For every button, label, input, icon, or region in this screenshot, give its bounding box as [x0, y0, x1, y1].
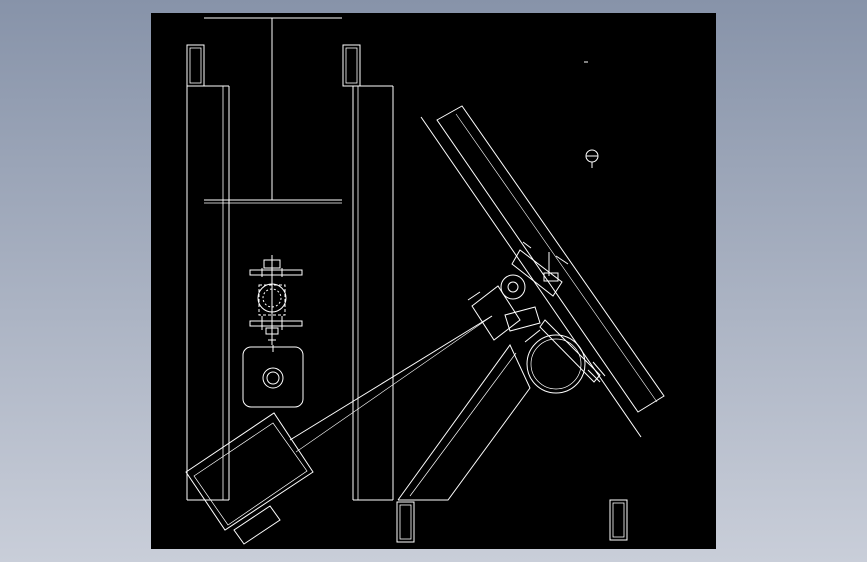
reference-marks: [584, 61, 599, 168]
valve-assembly: [249, 255, 303, 345]
cad-drawing-canvas[interactable]: [151, 13, 716, 549]
bearing-housing: [242, 345, 304, 408]
top-frame: [204, 17, 342, 204]
pulley-mechanism: [467, 241, 606, 394]
left-column: [186, 44, 230, 501]
middle-column: [342, 44, 394, 501]
tilted-motor: [185, 412, 314, 545]
feet: [396, 499, 628, 543]
inclined-board: [420, 105, 665, 438]
belt-line: [289, 315, 493, 453]
support-frame: [397, 344, 531, 501]
